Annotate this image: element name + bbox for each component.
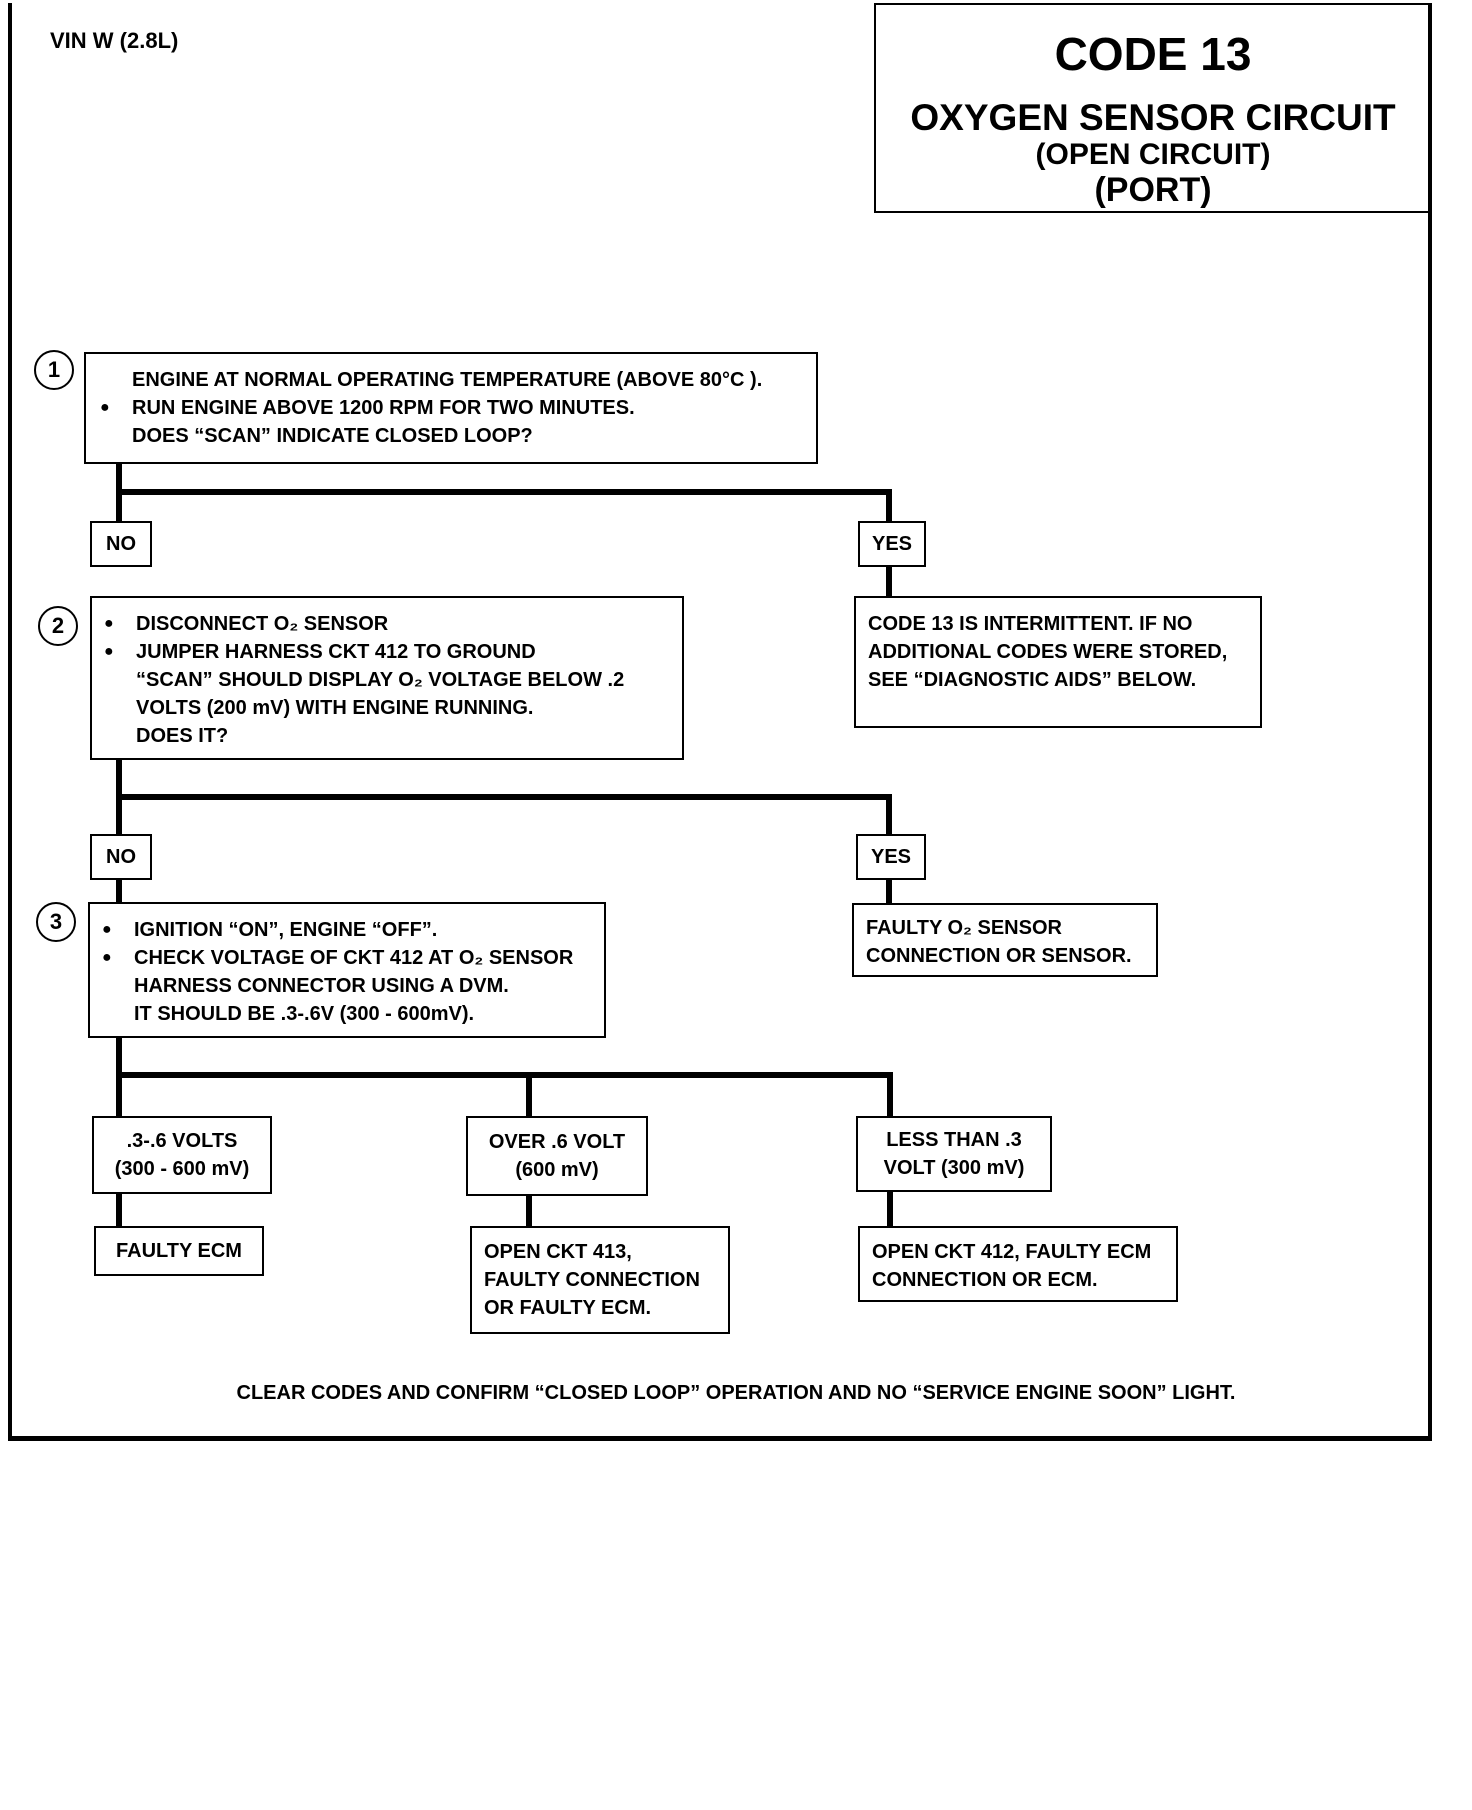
circuit-subtitle-1: (OPEN CIRCUIT): [1035, 138, 1271, 171]
connector: [116, 794, 892, 800]
step-2-line: “SCAN” SHOULD DISPLAY O₂ VOLTAGE BELOW .…: [136, 669, 625, 691]
page-frame: [8, 3, 1432, 1441]
step-2-box: DISCONNECT O₂ SENSOR JUMPER HARNESS CKT …: [90, 596, 684, 760]
result-line: ADDITIONAL CODES WERE STORED,: [868, 641, 1228, 663]
branch-label-line: (600 mV): [515, 1159, 599, 1181]
step-1-line: RUN ENGINE ABOVE 1200 RPM FOR TWO MINUTE…: [100, 394, 762, 422]
step-number-1: 1: [34, 350, 74, 390]
step-2-line: JUMPER HARNESS CKT 412 TO GROUND: [104, 638, 624, 666]
step-2-line: VOLTS (200 mV) WITH ENGINE RUNNING.: [136, 697, 534, 719]
step-3-line: IT SHOULD BE .3-.6V (300 - 600mV).: [134, 1003, 475, 1025]
branch-label-line: LESS THAN .3: [886, 1129, 1022, 1151]
step-3-line: CHECK VOLTAGE OF CKT 412 AT O₂ SENSOR: [102, 944, 573, 972]
step-1-yes-label: YES: [858, 521, 926, 567]
step-2-yes-result: FAULTY O₂ SENSOR CONNECTION OR SENSOR.: [852, 903, 1158, 977]
result-line: SEE “DIAGNOSTIC AIDS” BELOW.: [868, 669, 1197, 691]
step-3-box: IGNITION “ON”, ENGINE “OFF”. CHECK VOLTA…: [88, 902, 606, 1038]
result-line: CONNECTION OR SENSOR.: [866, 945, 1132, 967]
result-line: CONNECTION OR ECM.: [872, 1269, 1098, 1291]
result-line: FAULTY CONNECTION: [484, 1269, 700, 1291]
step-number-3: 3: [36, 902, 76, 942]
branch-label-line: OVER .6 VOLT: [488, 1131, 626, 1153]
connector: [116, 489, 892, 495]
connector: [116, 1072, 893, 1078]
step-2-line: DOES IT?: [136, 725, 229, 747]
result-line: OPEN CKT 412, FAULTY ECM: [872, 1241, 1152, 1263]
result-line: FAULTY O₂ SENSOR: [866, 917, 1062, 939]
circuit-subtitle-2: (PORT): [1094, 171, 1212, 209]
vin-label: VIN W (2.8L): [50, 28, 179, 53]
footer-instruction: CLEAR CODES AND CONFIRM “CLOSED LOOP” OP…: [236, 1382, 1236, 1404]
connector: [116, 756, 122, 906]
result-line: CODE 13 IS INTERMITTENT. IF NO: [868, 613, 1193, 635]
branch-label-under: LESS THAN .3 VOLT (300 mV): [856, 1116, 1052, 1192]
branch-result-over: OPEN CKT 413, FAULTY CONNECTION OR FAULT…: [470, 1226, 730, 1334]
result-line: OR FAULTY ECM.: [484, 1297, 652, 1319]
step-2-no-label: NO: [90, 834, 152, 880]
branch-label-line: .3-.6 VOLTS: [126, 1130, 238, 1152]
step-1-yes-result: CODE 13 IS INTERMITTENT. IF NO ADDITIONA…: [854, 596, 1262, 728]
result-line: OPEN CKT 413,: [484, 1241, 632, 1263]
step-2-yes-label: YES: [856, 834, 926, 880]
step-2-line: DISCONNECT O₂ SENSOR: [104, 610, 624, 638]
code-title: CODE 13: [1054, 28, 1252, 80]
step-1-line: DOES “SCAN” INDICATE CLOSED LOOP?: [132, 425, 533, 447]
branch-label-normal: .3-.6 VOLTS (300 - 600 mV): [92, 1116, 272, 1194]
step-1-line: ENGINE AT NORMAL OPERATING TEMPERATURE (…: [132, 369, 763, 391]
branch-result-under: OPEN CKT 412, FAULTY ECM CONNECTION OR E…: [858, 1226, 1178, 1302]
circuit-title: OXYGEN SENSOR CIRCUIT: [910, 97, 1396, 138]
step-1-box: ENGINE AT NORMAL OPERATING TEMPERATURE (…: [84, 352, 818, 464]
branch-result-normal: FAULTY ECM: [94, 1226, 264, 1276]
step-3-line: HARNESS CONNECTOR USING A DVM.: [134, 975, 509, 997]
step-3-line: IGNITION “ON”, ENGINE “OFF”.: [102, 916, 573, 944]
step-number-2: 2: [38, 606, 78, 646]
branch-label-over: OVER .6 VOLT (600 mV): [466, 1116, 648, 1196]
branch-label-line: (300 - 600 mV): [114, 1158, 250, 1180]
connector: [116, 462, 122, 544]
title-box: CODE 13 OXYGEN SENSOR CIRCUIT (OPEN CIRC…: [874, 3, 1432, 213]
branch-label-line: VOLT (300 mV): [883, 1157, 1025, 1179]
step-1-no-label: NO: [90, 521, 152, 567]
